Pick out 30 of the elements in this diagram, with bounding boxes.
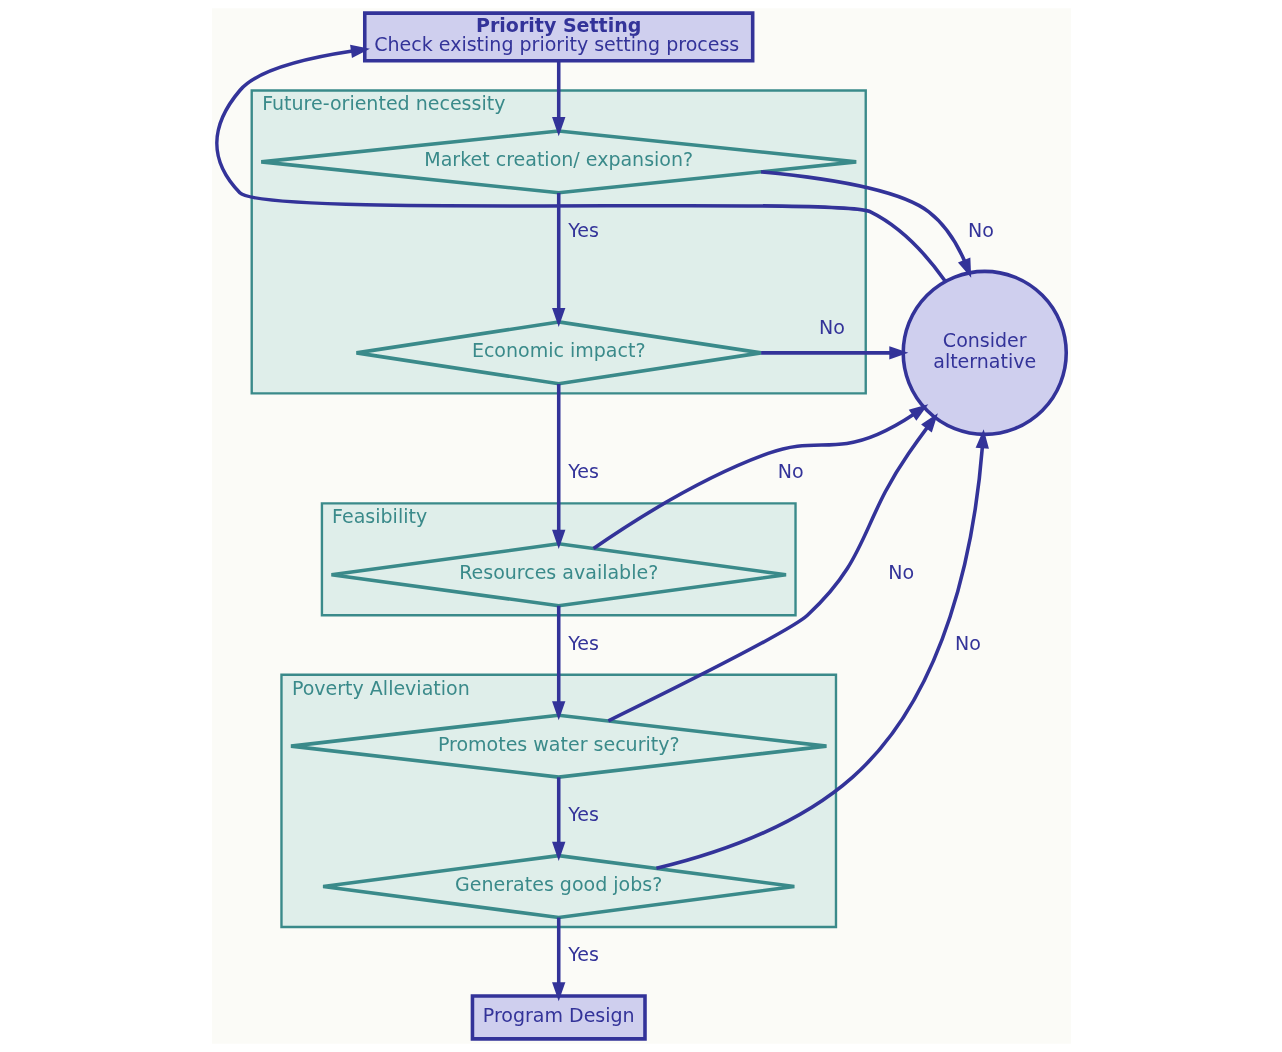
arrow: [592, 404, 928, 550]
arrow: [760, 170, 971, 278]
edge-label: No: [954, 631, 981, 654]
edge-label: Yes: [567, 218, 599, 241]
arrow: [655, 429, 989, 871]
edge-label: Yes: [567, 631, 599, 654]
node-circle: Consider alternative: [900, 269, 1068, 437]
arrow: [214, 44, 947, 283]
node-diamond: Generates good jobs?: [320, 853, 796, 920]
edge-label: Yes: [567, 943, 599, 966]
arrow: [551, 917, 565, 1002]
edge-label: No: [777, 460, 804, 483]
node-diamond: Economic impact?: [354, 320, 763, 386]
edge-label: No: [887, 561, 914, 584]
node-diamond: Promotes water security?: [288, 713, 828, 779]
node-diamond: Resources available?: [329, 542, 788, 608]
arrow: [551, 192, 565, 327]
arrow: [551, 605, 565, 721]
arrow: [607, 413, 938, 723]
arrow: [760, 346, 908, 360]
node-diamond: Market creation/ expansion?: [258, 129, 858, 195]
node-box: Program Design: [470, 994, 647, 1041]
edge-label: No: [967, 218, 994, 241]
node-box: Priority Setting Check existing priority setting process: [362, 11, 754, 63]
arrow: [551, 777, 565, 861]
arrow: [551, 61, 565, 137]
edge-label: No: [818, 315, 845, 338]
arrow: [551, 384, 565, 549]
edge-label: Yes: [567, 802, 599, 825]
edge-label: Yes: [567, 460, 599, 483]
